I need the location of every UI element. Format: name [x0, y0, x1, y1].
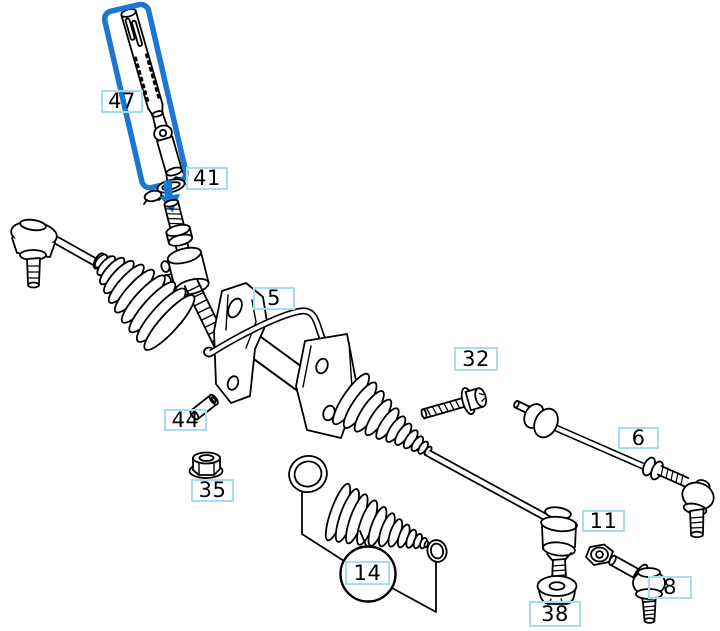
part-6-tie-rod-drawing	[513, 399, 715, 539]
callout-14-circle	[339, 545, 397, 603]
part-14-bellows-kit-drawing	[288, 455, 448, 613]
part-5-steering-gear-drawing	[10, 198, 578, 584]
callout-8[interactable]: 8	[648, 576, 692, 599]
callout-6[interactable]: 6	[618, 427, 659, 449]
part-35-nut-drawing	[188, 451, 224, 479]
callout-5[interactable]: 5	[253, 287, 295, 310]
part-32-bolt-drawing	[420, 387, 488, 420]
callout-44[interactable]: 44	[164, 409, 207, 431]
callout-14[interactable]: 14	[345, 561, 390, 585]
callout-32[interactable]: 32	[454, 347, 498, 371]
part-47-intermediate-shaft-drawing	[120, 8, 188, 190]
part-38-washer-drawing	[536, 575, 578, 605]
callout-35[interactable]: 35	[191, 479, 234, 502]
part-44-pin-drawing	[189, 393, 219, 421]
callout-41[interactable]: 41	[186, 167, 228, 190]
callout-11[interactable]: 11	[582, 510, 625, 532]
part-11-nut-drawing	[585, 543, 614, 566]
callout-38[interactable]: 38	[529, 601, 581, 627]
callout-47[interactable]: 47	[101, 90, 143, 113]
